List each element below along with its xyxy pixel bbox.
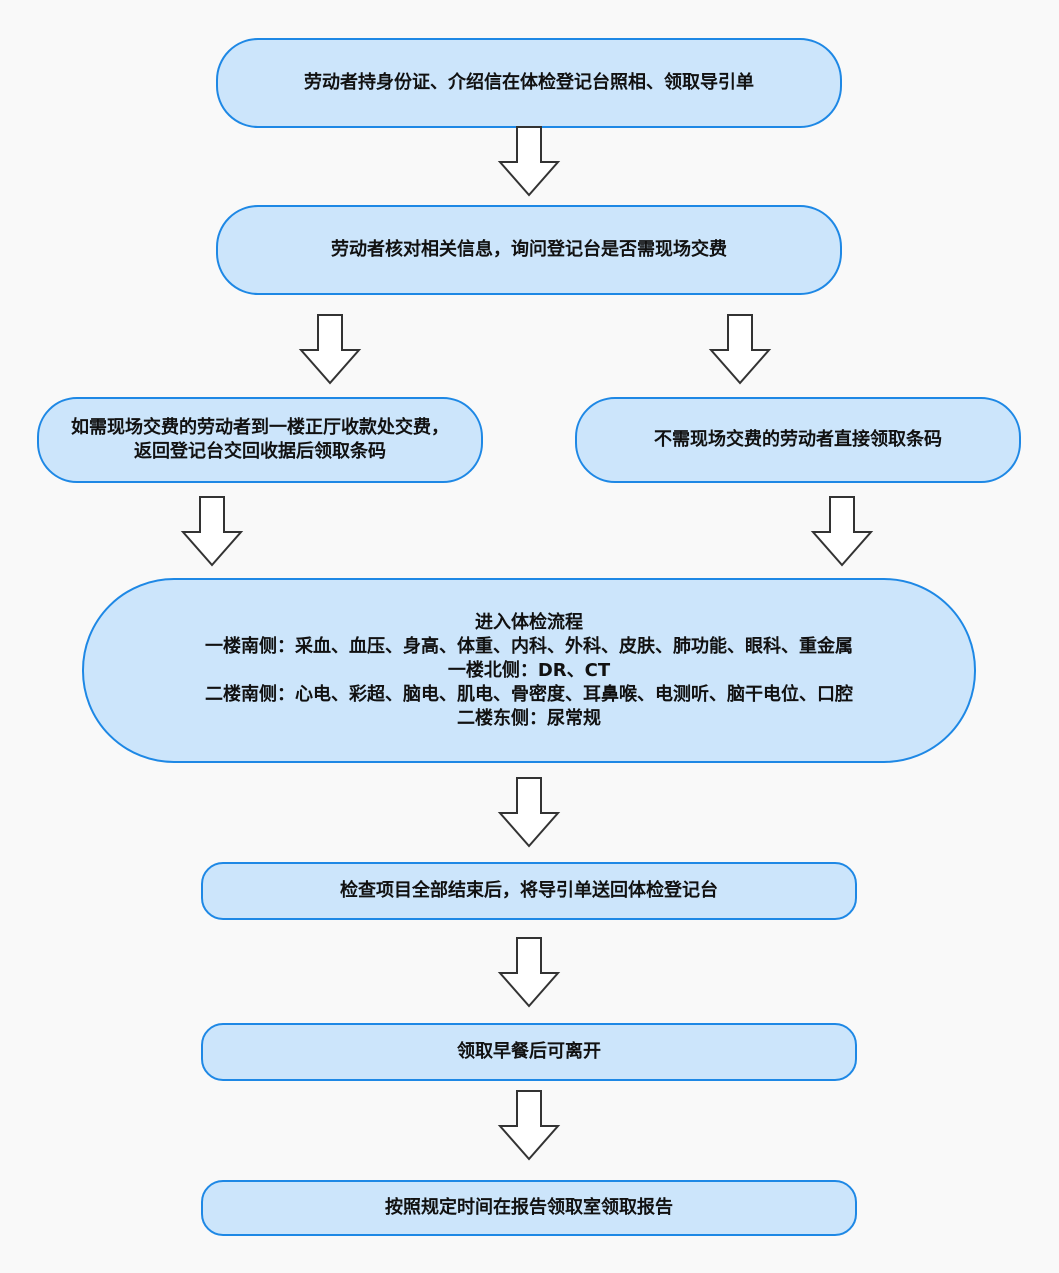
step-photo-and-guide: 劳动者持身份证、介绍信在体检登记台照相、领取导引单 bbox=[216, 38, 842, 128]
down-arrow-icon bbox=[180, 496, 244, 567]
down-arrow-icon bbox=[708, 314, 772, 385]
down-arrow-icon bbox=[810, 496, 874, 567]
step-no-payment: 不需现场交费的劳动者直接领取条码 bbox=[575, 397, 1021, 483]
down-arrow-icon bbox=[497, 937, 561, 1008]
down-arrow-icon bbox=[298, 314, 362, 385]
step-no-payment-text: 不需现场交费的劳动者直接领取条码 bbox=[654, 429, 942, 450]
step-photo-and-guide-text: 劳动者持身份证、介绍信在体检登记台照相、领取导引单 bbox=[304, 72, 754, 93]
down-arrow-icon bbox=[497, 126, 561, 197]
step-return-guide: 检查项目全部结束后，将导引单送回体检登记台 bbox=[201, 862, 857, 920]
exam-floor2-east: 二楼东侧：尿常规 bbox=[457, 707, 601, 729]
step-pay-on-site: 如需现场交费的劳动者到一楼正厅收款处交费， 返回登记台交回收据后领取条码 bbox=[37, 397, 483, 483]
exam-floor2-south: 二楼南侧：心电、彩超、脑电、肌电、骨密度、耳鼻喉、电测听、脑干电位、口腔 bbox=[205, 683, 853, 705]
exam-floor1-north: 一楼北侧：DR、CT bbox=[447, 659, 611, 681]
down-arrow-icon bbox=[497, 777, 561, 848]
down-arrow-icon bbox=[497, 1090, 561, 1161]
step-exam-process-title: 进入体检流程 bbox=[475, 611, 583, 633]
step-pay-on-site-line1: 如需现场交费的劳动者到一楼正厅收款处交费， bbox=[71, 417, 449, 438]
exam-floor1-south: 一楼南侧：采血、血压、身高、体重、内科、外科、皮肤、肺功能、眼科、重金属 bbox=[205, 635, 853, 657]
step-breakfast: 领取早餐后可离开 bbox=[201, 1023, 857, 1081]
step-pay-on-site-line2: 返回登记台交回收据后领取条码 bbox=[134, 441, 386, 462]
step-breakfast-text: 领取早餐后可离开 bbox=[457, 1041, 601, 1062]
step-return-guide-text: 检查项目全部结束后，将导引单送回体检登记台 bbox=[340, 880, 718, 901]
step-collect-report-text: 按照规定时间在报告领取室领取报告 bbox=[385, 1197, 673, 1218]
step-verify-info-text: 劳动者核对相关信息，询问登记台是否需现场交费 bbox=[331, 239, 727, 260]
step-exam-process: 进入体检流程 一楼南侧：采血、血压、身高、体重、内科、外科、皮肤、肺功能、眼科、… bbox=[82, 578, 976, 763]
step-collect-report: 按照规定时间在报告领取室领取报告 bbox=[201, 1180, 857, 1236]
step-verify-info: 劳动者核对相关信息，询问登记台是否需现场交费 bbox=[216, 205, 842, 295]
